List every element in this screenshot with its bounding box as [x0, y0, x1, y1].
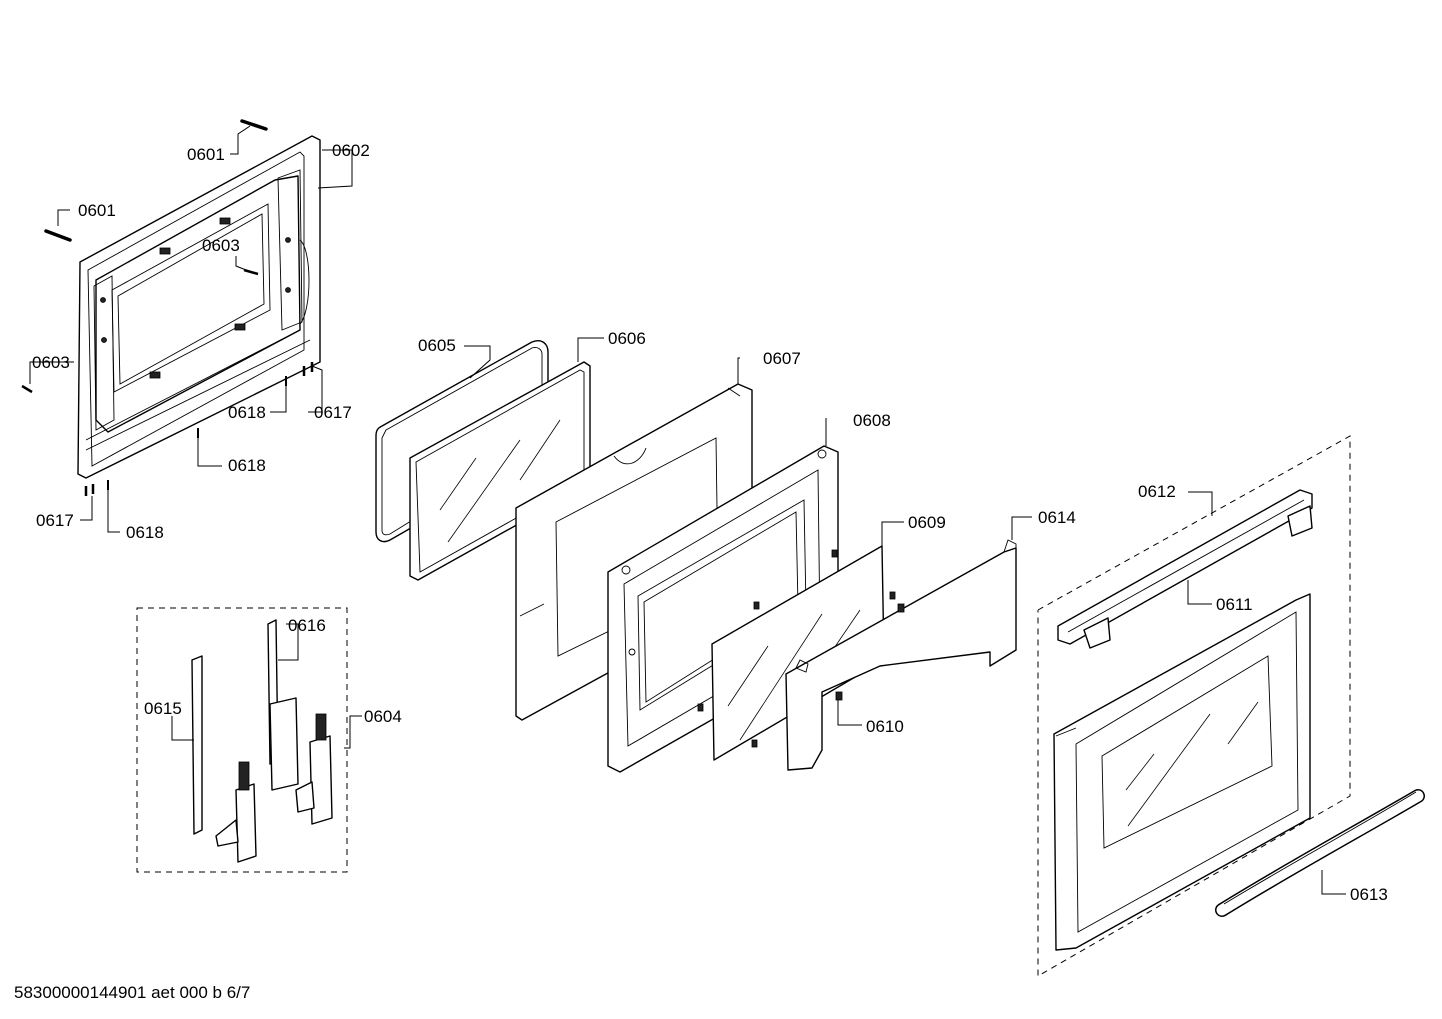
- label-0611: 0611: [1216, 595, 1253, 614]
- label-0617-left: 0617: [36, 511, 74, 530]
- callout-labels: 0601 0602 0601 0603 0603 0618 0617 0618 …: [32, 141, 1388, 904]
- label-0618-upper: 0618: [228, 403, 266, 422]
- label-0605: 0605: [418, 336, 456, 355]
- door-handle-bar: [1215, 789, 1425, 917]
- label-0601-left: 0601: [78, 201, 116, 220]
- label-0618-lower: 0618: [126, 523, 164, 542]
- screws-0617-0618: [84, 362, 314, 496]
- label-0609: 0609: [908, 513, 946, 532]
- label-0603-left: 0603: [32, 353, 70, 372]
- hinge-kit-outline: [136, 607, 348, 873]
- label-0618-middle: 0618: [228, 456, 266, 475]
- label-0606: 0606: [608, 329, 646, 348]
- glass-retainer-bracket: [785, 539, 1017, 771]
- label-0603-upper: 0603: [202, 236, 240, 255]
- screw-0603-upper: [243, 268, 259, 276]
- label-0616: 0616: [288, 616, 326, 635]
- leader-lines: [29, 125, 1346, 895]
- hinge-pin-left: [44, 229, 72, 242]
- label-0617-right: 0617: [314, 403, 352, 422]
- label-0601-top: 0601: [187, 145, 225, 164]
- outer-door: [1053, 593, 1311, 951]
- hinge-right-parts: [267, 619, 333, 825]
- drawing-reference-footer: 58300000144901 aet 000 b 6/7: [14, 983, 250, 1002]
- hinge-left-parts: [191, 655, 257, 863]
- handle-rail: [1057, 489, 1313, 649]
- label-0602: 0602: [332, 141, 370, 160]
- label-0615: 0615: [144, 699, 182, 718]
- label-0613: 0613: [1350, 885, 1388, 904]
- label-0614: 0614: [1038, 508, 1076, 527]
- label-0608: 0608: [853, 411, 891, 430]
- screw-0603-left: [21, 384, 33, 394]
- label-0610: 0610: [866, 717, 904, 736]
- label-0604: 0604: [364, 707, 402, 726]
- label-0612: 0612: [1138, 482, 1176, 501]
- inner-door-panel: [77, 135, 321, 479]
- hinge-pin-top: [240, 119, 268, 131]
- door-assembly-outline: [1037, 435, 1351, 977]
- label-0607: 0607: [763, 349, 801, 368]
